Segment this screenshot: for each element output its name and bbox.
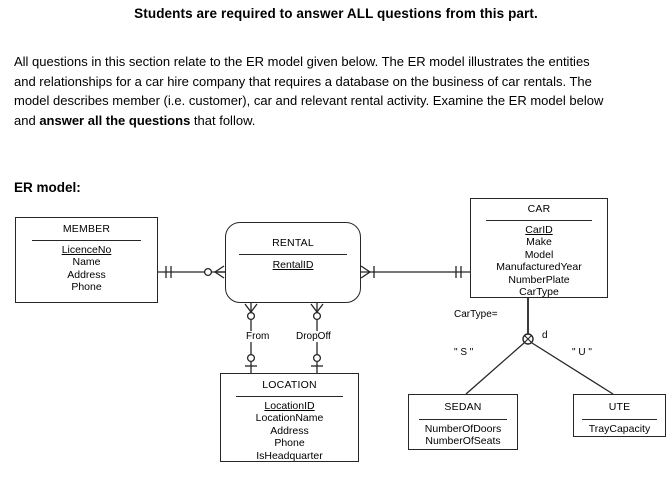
attribute-licenceno: LicenceNo (61, 243, 112, 256)
attribute-location-address: Address (270, 424, 309, 437)
crowfoot-dropoff-bottom-circle (312, 353, 322, 363)
attribute-location-phone: Phone (274, 437, 305, 450)
attribute-carid: CarID (525, 223, 553, 236)
entity-location-title: LOCATION (262, 379, 317, 391)
attribute-numberofdoors: NumberOfDoors (424, 422, 502, 435)
entity-ute-divider (582, 418, 657, 420)
page-title: Students are required to answer ALL ques… (134, 6, 538, 21)
intro-paragraph: All questions in this section relate to … (14, 52, 610, 130)
attribute-make: Make (526, 236, 552, 249)
attribute-phone: Phone (71, 281, 102, 294)
entity-member[interactable]: MEMBER LicenceNo Name Address Phone (15, 217, 158, 303)
attribute-locationname: LocationName (255, 412, 324, 425)
subtype-value-label-ute: " U " (572, 347, 592, 358)
attribute-manufacturedyear: ManufacturedYear (496, 261, 582, 274)
attribute-name: Name (72, 256, 101, 269)
entity-ute[interactable]: UTE TrayCapacity (573, 394, 666, 437)
entity-rental-attributes: RentalID (226, 259, 360, 277)
relationship-label-dropoff: DropOff (294, 331, 333, 342)
attribute-numberplate: NumberPlate (508, 273, 570, 286)
intro-text-part1: All questions in this section relate to … (14, 54, 604, 128)
discriminator-label-cartype: CarType= (452, 309, 500, 320)
attribute-isheadquarter: IsHeadquarter (256, 449, 323, 462)
line-specialization-sedan (465, 342, 525, 395)
entity-location-divider (236, 395, 343, 397)
entity-rental[interactable]: RENTAL RentalID (225, 222, 361, 303)
entity-sedan-divider (418, 418, 508, 420)
attribute-locationid: LocationID (264, 399, 315, 412)
entity-ute-attributes: TrayCapacity (574, 423, 665, 441)
attribute-cartype: CarType (519, 286, 559, 299)
entity-rental-divider (239, 253, 347, 255)
entity-car-divider (485, 219, 593, 221)
attribute-rentalid: RentalID (272, 258, 314, 271)
disjoint-marker-label: d (542, 330, 548, 341)
crowfoot-rental-right-foot (360, 265, 372, 279)
crowfoot-from-bottom-circle (246, 353, 256, 363)
crowfoot-rental-left-circle (203, 267, 213, 277)
entity-sedan-attributes: NumberOfDoors NumberOfSeats (409, 423, 517, 453)
entity-car[interactable]: CAR CarID Make Model ManufacturedYear Nu… (470, 198, 608, 298)
entity-sedan[interactable]: SEDAN NumberOfDoors NumberOfSeats (408, 394, 518, 450)
intro-text-part2: that follow. (190, 112, 256, 128)
entity-member-attributes: LicenceNo Name Address Phone (16, 244, 157, 299)
disjoint-slash-2 (524, 335, 532, 343)
entity-sedan-title: SEDAN (444, 401, 482, 413)
relationship-label-from: From (244, 331, 272, 342)
crowfoot-dropoff-top-circle (312, 311, 322, 321)
attribute-numberofseats: NumberOfSeats (425, 435, 501, 448)
entity-car-title: CAR (527, 203, 551, 215)
crowfoot-from-top-circle (246, 311, 256, 321)
entity-member-divider (31, 239, 142, 241)
entity-location[interactable]: LOCATION LocationID LocationName Address… (220, 373, 359, 462)
attribute-model: Model (524, 248, 554, 261)
intro-text-emphasis: answer all the questions (39, 112, 191, 128)
entity-car-attributes: CarID Make Model ManufacturedYear Number… (471, 224, 607, 305)
entity-rental-title: RENTAL (272, 237, 314, 249)
attribute-address: Address (67, 268, 106, 281)
entity-location-attributes: LocationID LocationName Address Phone Is… (221, 400, 358, 468)
attribute-traycapacity: TrayCapacity (588, 422, 651, 435)
entity-ute-title: UTE (608, 401, 631, 413)
entity-member-title: MEMBER (62, 223, 111, 235)
subtype-value-label-sedan: " S " (454, 347, 474, 358)
line-specialization-ute (531, 342, 614, 395)
er-model-heading: ER model: (14, 180, 81, 195)
